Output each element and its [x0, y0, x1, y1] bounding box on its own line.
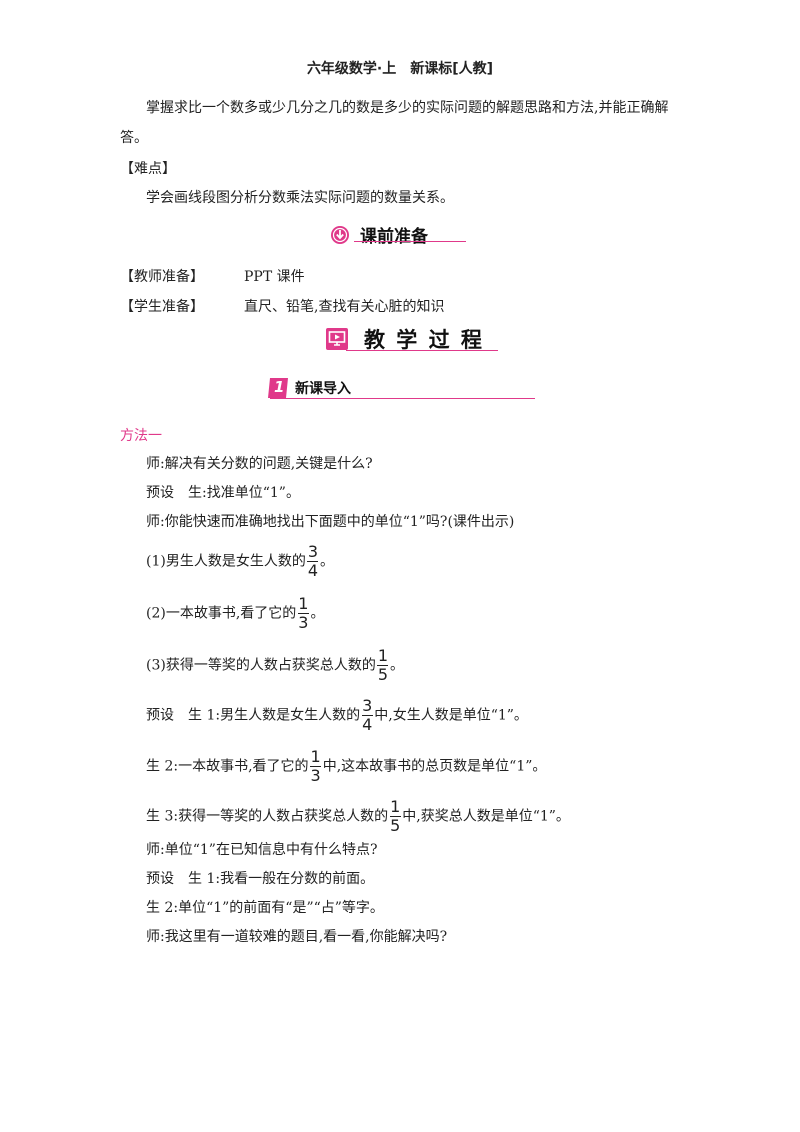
- answer-1-text: 预设 生 1:男生人数是女生人数的: [146, 707, 361, 724]
- number-badge-icon: [268, 378, 288, 398]
- question-1-text: (1)男生人数是女生人数的: [146, 553, 306, 570]
- prep-section-heading: 课前准备: [330, 222, 428, 247]
- page-header: 六年级数学·上 新课标[人教]: [306, 61, 494, 77]
- answer-1-end: 中,女生人数是单位“1”。: [374, 707, 528, 724]
- fraction-denominator: 3: [298, 613, 309, 632]
- dialogue-line-3: 师:你能快速而准确地找出下面题中的单位“1”吗?(课件出示): [146, 514, 515, 530]
- process-section-heading: 教 学 过 程: [326, 324, 484, 354]
- fraction-numerator: 1: [377, 646, 389, 665]
- lesson-heading: 1 新课导入: [267, 377, 351, 399]
- question-3-end: 。: [390, 657, 405, 674]
- fraction-denominator: 4: [362, 715, 373, 734]
- fraction-bar: [297, 613, 309, 614]
- student-prep-text: 直尺、铅笔,查找有关心脏的知识: [244, 299, 445, 315]
- answer-3-end: 中,获奖总人数是单位“1”。: [402, 808, 570, 825]
- dialogue-line-5: 预设 生 1:我看一般在分数的前面。: [146, 871, 375, 887]
- difficulty-text: 学会画线段图分析分数乘法实际问题的数量关系。: [146, 190, 454, 206]
- prep-title: 课前准备: [360, 227, 428, 247]
- fraction-bar: [389, 816, 401, 817]
- fraction-numerator: 1: [390, 797, 401, 816]
- process-underline: [346, 350, 498, 351]
- question-3-text: (3)获得一等奖的人数占获奖总人数的: [146, 657, 376, 674]
- monitor-icon: [326, 328, 348, 350]
- answer-3-text: 生 3:获得一等奖的人数占获奖总人数的: [146, 808, 389, 825]
- dialogue-line-7: 师:我这里有一道较难的题目,看一看,你能解决吗?: [146, 929, 448, 945]
- lesson-title: 新课导入: [295, 381, 351, 397]
- prep-underline: [354, 241, 466, 242]
- difficulty-label: 【难点】: [120, 161, 176, 177]
- dialogue-line-4: 师:单位“1”在已知信息中有什么特点?: [146, 842, 378, 858]
- answer-2-end: 中,这本故事书的总页数是单位“1”。: [322, 758, 547, 775]
- dialogue-line-2: 预设 生:找准单位“1”。: [146, 485, 300, 501]
- fraction-denominator: 5: [377, 665, 389, 684]
- lesson-underline: [270, 398, 535, 399]
- fraction-numerator: 1: [298, 594, 309, 613]
- download-arrow-icon: [331, 225, 349, 244]
- fraction-denominator: 3: [310, 766, 321, 785]
- question-1-end: 。: [320, 553, 335, 570]
- dialogue-line-1: 师:解决有关分数的问题,关键是什么?: [146, 456, 373, 472]
- question-2-text: (2)一本故事书,看了它的: [146, 605, 297, 622]
- teacher-prep-text: PPT 课件: [244, 269, 305, 285]
- lesson-number: 1: [274, 378, 285, 396]
- intro-line-2: 答。: [120, 130, 148, 146]
- fraction-numerator: 1: [310, 747, 321, 766]
- fraction-denominator: 5: [390, 816, 401, 835]
- fraction-bar: [377, 665, 389, 666]
- question-2-end: 。: [310, 605, 325, 622]
- method-label: 方法一: [120, 428, 162, 444]
- teacher-prep-label: 【教师准备】: [120, 269, 204, 285]
- dialogue-line-6: 生 2:单位“1”的前面有“是”“占”等字。: [146, 900, 384, 916]
- answer-2-text: 生 2:一本故事书,看了它的: [146, 758, 309, 775]
- fraction-bar: [361, 715, 373, 716]
- fraction-numerator: 3: [362, 696, 373, 715]
- fraction-denominator: 4: [307, 561, 319, 580]
- process-title: 教 学 过 程: [364, 328, 484, 352]
- fraction-numerator: 3: [307, 542, 319, 561]
- student-prep-label: 【学生准备】: [120, 299, 204, 315]
- fraction-bar: [310, 766, 322, 767]
- fraction-bar: [307, 561, 319, 562]
- intro-line-1: 掌握求比一个数多或少几分之几的数是多少的实际问题的解题思路和方法,并能正确解: [146, 100, 669, 116]
